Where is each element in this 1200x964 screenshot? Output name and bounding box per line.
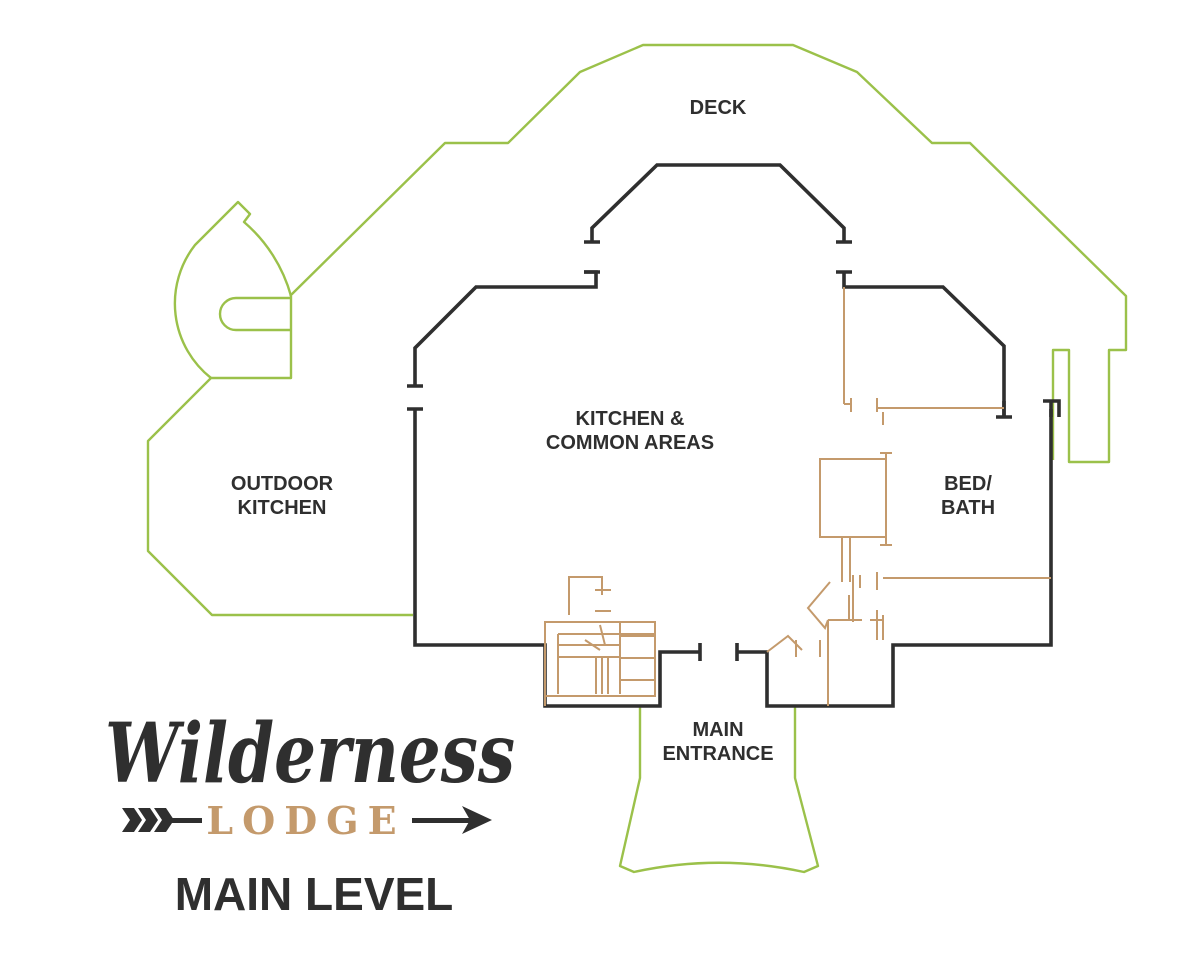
label-bed-line1: BED/ (944, 473, 992, 495)
outdoor-counter-outline (173, 200, 293, 379)
arrow-shaft-left (172, 818, 202, 823)
interior-details (544, 287, 1051, 706)
room-labels: DECK KITCHEN & COMMON AREAS OUTDOOR KITC… (231, 97, 995, 765)
upper-alcove-wall (590, 163, 846, 242)
arrow-fletching-icon (122, 808, 174, 832)
label-entrance-line1: MAIN (692, 719, 743, 741)
label-bed-line2: BATH (941, 497, 995, 519)
outdoor-outline (146, 43, 1128, 874)
east-upper-wall (842, 272, 1006, 417)
label-outdoor-line1: OUTDOOR (231, 473, 334, 495)
brand-name: Wilderness (105, 706, 515, 802)
west-upper-wall (413, 270, 598, 386)
label-entrance-line2: ENTRANCE (662, 743, 773, 765)
south-east-wall (737, 409, 1053, 708)
arrowhead-icon (462, 806, 492, 834)
label-outdoor-line2: KITCHEN (238, 497, 327, 519)
brand-logo: Wilderness LODGE (105, 706, 515, 843)
outdoor-kitchen-outline (146, 296, 413, 617)
label-deck: DECK (690, 97, 747, 119)
outdoor-counter-island (218, 296, 291, 332)
brand-sub: LODGE (206, 798, 405, 843)
entrance-walkway (618, 706, 820, 874)
arrow-shaft-right (412, 818, 474, 823)
label-kitchen-line2: COMMON AREAS (546, 432, 714, 454)
level-title: MAIN LEVEL (175, 868, 454, 920)
label-kitchen-line1: KITCHEN & (576, 408, 685, 430)
deck-outline (289, 43, 1128, 464)
main-walls (407, 163, 1061, 708)
